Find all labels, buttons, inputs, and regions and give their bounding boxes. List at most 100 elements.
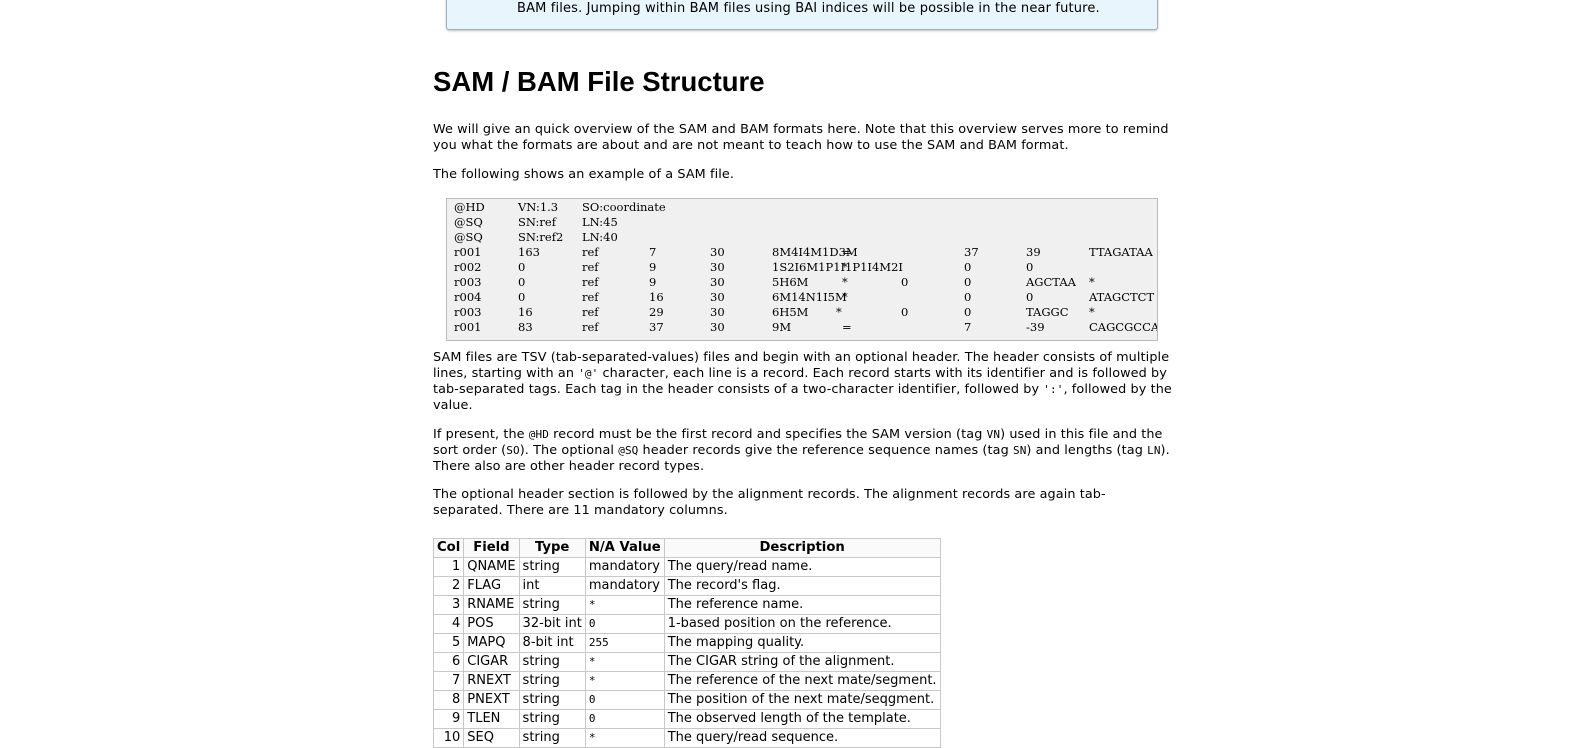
table-cell: The record's flag.: [663, 576, 941, 596]
sam-field: =: [842, 245, 852, 259]
sam-field: r001: [454, 320, 482, 334]
sam-field: TTAGATAA: [1089, 245, 1153, 259]
table-cell: string: [518, 671, 586, 691]
header-records-paragraph: If present, the @HD record must be the f…: [433, 427, 1173, 475]
sam-field: 163: [518, 245, 540, 259]
table-cell: RNAME: [463, 595, 520, 615]
table-cell: 0: [584, 709, 665, 729]
sam-field: 0: [518, 275, 526, 289]
table-cell: 1: [432, 557, 465, 577]
sam-field: 0: [901, 275, 909, 289]
table-cell: *: [584, 728, 665, 748]
sam-field: 7: [649, 245, 657, 259]
sam-field: TAGGC: [1026, 305, 1069, 319]
column-header: Type: [518, 538, 586, 558]
sam-field: 0: [1026, 290, 1034, 304]
table-cell: string: [518, 595, 586, 615]
text-run: ) used in this file and the sort order (: [433, 427, 1163, 458]
sam-field: 0: [1026, 260, 1034, 274]
table-cell: 10: [432, 728, 465, 748]
table-cell: The reference of the next mate/segment.: [663, 671, 941, 691]
table-cell: 255: [584, 633, 665, 653]
sam-field: *: [836, 305, 842, 319]
column-header: Col: [432, 538, 465, 558]
sam-field: @SQ: [454, 215, 483, 229]
table-cell: QNAME: [463, 557, 520, 577]
table-cell: 0: [584, 690, 665, 710]
sam-field: @HD: [454, 200, 485, 214]
table-cell: mandatory: [584, 576, 665, 596]
na-value-code: 0: [588, 693, 596, 706]
sam-tsv-paragraph: SAM files are TSV (tab-separated-values)…: [433, 350, 1173, 414]
sam-field: 30: [710, 245, 725, 259]
text-run: , followed by the value.: [433, 382, 1172, 413]
text-run: header records give the reference sequen…: [638, 443, 1013, 458]
sam-field: 39: [1026, 245, 1041, 259]
sam-field: *: [842, 275, 848, 289]
table-cell: 0: [584, 614, 665, 634]
table-cell: string: [518, 728, 586, 748]
example-intro-paragraph: The following shows an example of a SAM …: [433, 167, 735, 182]
inline-code: SO: [506, 444, 520, 457]
sam-field: 0: [901, 305, 909, 319]
sam-field: 6H5M: [772, 305, 809, 319]
sam-field: 9M: [772, 320, 792, 334]
text-run: character, each line is a record. Each r…: [433, 366, 1167, 397]
table-cell: The query/read name.: [663, 557, 941, 577]
sam-field: 0: [964, 290, 972, 304]
sam-field: -39: [1026, 320, 1045, 334]
text-run: ) and lengths (tag: [1026, 443, 1148, 458]
sam-field: 37: [649, 320, 664, 334]
column-header: Field: [463, 538, 520, 558]
column-header: Description: [663, 538, 941, 558]
sam-field: ref: [582, 245, 599, 259]
inline-code: @SQ: [618, 444, 639, 457]
sam-field: SO:coordinate: [582, 200, 666, 214]
table-cell: *: [584, 595, 665, 615]
sam-field: 16: [518, 305, 533, 319]
table-cell: *: [584, 652, 665, 672]
na-value-code: *: [588, 674, 596, 687]
inline-code: LN: [1147, 444, 1161, 457]
sam-field: ref: [582, 275, 599, 289]
text-run: If present, the: [433, 427, 529, 442]
info-note-text: BAM files. Jumping within BAM files usin…: [517, 1, 1100, 16]
sam-field: *: [842, 260, 848, 274]
sam-field: 9: [649, 260, 657, 274]
sam-field: 30: [710, 305, 725, 319]
table-cell: The mapping quality.: [663, 633, 941, 653]
sam-field: @SQ: [454, 230, 483, 244]
text-run: record must be the first record and spec…: [548, 427, 987, 442]
na-value-code: 0: [588, 617, 596, 630]
inline-code: '@': [578, 367, 599, 380]
table-cell: 8: [432, 690, 465, 710]
sam-field: AGCTAA: [1026, 275, 1076, 289]
sam-field: 30: [710, 290, 725, 304]
table-cell: mandatory: [584, 557, 665, 577]
inline-code: ':': [1043, 383, 1064, 396]
info-note-box: BAM files. Jumping within BAM files usin…: [446, 0, 1158, 30]
sam-field: 6M14N1I5M: [772, 290, 847, 304]
table-cell: The reference name.: [663, 595, 941, 615]
table-cell: RNEXT: [463, 671, 520, 691]
sam-field: ATAGCTCT: [1089, 290, 1155, 304]
sam-field: 0: [964, 305, 972, 319]
table-cell: 32-bit int: [518, 614, 586, 634]
inline-code: @HD: [528, 428, 549, 441]
sam-field: r003: [454, 275, 482, 289]
table-cell: CIGAR: [463, 652, 520, 672]
sam-field: 1S2I6M1P1I1P1I4M2I: [772, 260, 903, 274]
table-cell: PNEXT: [463, 690, 520, 710]
sam-field: =: [842, 320, 852, 334]
sam-field: 16: [649, 290, 664, 304]
text-run: SAM files are TSV (tab-separated-values)…: [433, 350, 1170, 381]
